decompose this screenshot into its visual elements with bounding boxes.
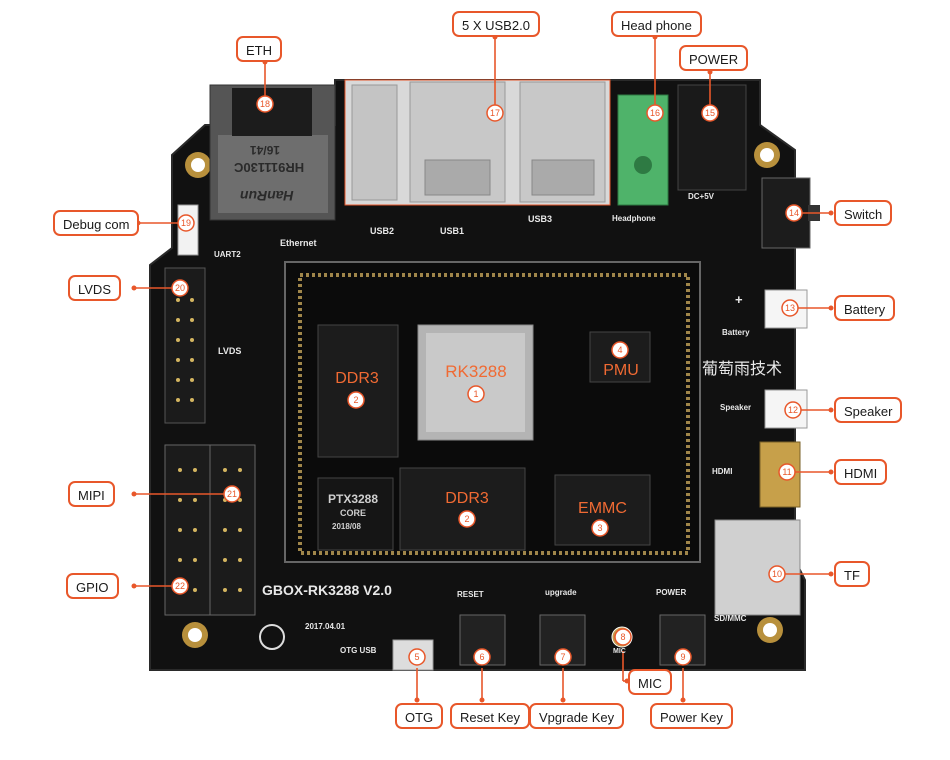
mounting-hole (182, 622, 208, 648)
silk-plus: + (735, 292, 743, 307)
marker-7: 7 (560, 652, 566, 662)
callout-speaker: Speaker (834, 397, 903, 423)
marker-9: 9 (680, 652, 686, 662)
rk3288-die (426, 333, 525, 432)
callout-headphone: Head phone (611, 11, 702, 37)
ddr3-label-1: DDR3 (335, 370, 379, 387)
marker-chip-2a: 2 (353, 395, 359, 405)
marker-chip-3: 3 (597, 523, 603, 533)
dc-power-jack (677, 84, 747, 191)
marker-18: 18 (259, 99, 270, 109)
mounting-hole (185, 152, 211, 178)
marker-13: 13 (784, 303, 795, 313)
silk-battery: Battery (722, 328, 750, 337)
silk-headphone: Headphone (612, 214, 656, 223)
mounting-hole (754, 142, 780, 168)
callout-upgrade-key: Vpgrade Key (529, 703, 625, 729)
ethernet-port-opening (232, 88, 312, 136)
callout-usb: 5 X USB2.0 (452, 11, 540, 37)
core-module-pins (298, 273, 690, 555)
silk-dc5v: DC+5V (688, 192, 715, 201)
callout-mipi: MIPI (68, 481, 115, 507)
pmu-label: PMU (603, 362, 639, 379)
callout-power: POWER (679, 45, 749, 71)
callout-battery: Battery (834, 295, 896, 321)
callout-debug-com: Debug com (53, 210, 140, 236)
core-chip (317, 477, 394, 551)
usb-port (351, 84, 398, 201)
callout-eth: ETH (236, 36, 282, 62)
callout-tf: TF (834, 561, 870, 587)
silk-reset: RESET (457, 590, 484, 599)
silk-usb2: USB2 (370, 226, 395, 236)
marker-chip-4: 4 (617, 345, 623, 355)
silk-speaker: Speaker (720, 403, 752, 412)
emmc-label: EMMC (578, 500, 627, 517)
jack-brand: HanRun (240, 188, 294, 204)
silk-mic: MIC (613, 648, 626, 655)
usb-port-lower (424, 159, 491, 196)
silk-power: POWER (656, 588, 687, 597)
marker-chip-2b: 2 (464, 514, 470, 524)
headphone-jack-hole (634, 156, 652, 174)
silk-sdmmc: SD/MMC (714, 614, 747, 623)
callout-hdmi: HDMI (834, 459, 888, 485)
core-chip-text: PTX3288 (328, 492, 379, 506)
gpio-header (209, 444, 256, 616)
usb-port-lower (531, 159, 595, 196)
ddr3-chip-1 (317, 324, 399, 458)
callout-mic: MIC (628, 669, 672, 695)
tf-card-slot (714, 519, 801, 616)
jack-text-2: 16/41 (250, 143, 281, 157)
ethernet-jack-label (218, 135, 328, 213)
marker-11: 11 (782, 467, 792, 477)
pb-free-icon (259, 624, 285, 650)
marker-12: 12 (787, 405, 798, 415)
lvds-pins (176, 298, 194, 402)
marker-16: 16 (649, 108, 660, 118)
marker-5: 5 (414, 652, 420, 662)
marker-21: 21 (226, 489, 237, 499)
marker-19: 19 (180, 218, 191, 228)
silk-usb1: USB1 (440, 226, 465, 236)
silk-otg-usb: OTG USB (340, 646, 377, 655)
callout-power-key: Power Key (650, 703, 733, 729)
silk-cn-brand: 葡萄雨技术 (702, 361, 783, 378)
marker-8: 8 (620, 632, 626, 642)
jack-text-1: HR911130C (234, 160, 305, 175)
marker-20: 20 (174, 283, 185, 293)
ddr3-label-2: DDR3 (445, 490, 489, 507)
silk-usb3: USB3 (528, 214, 553, 224)
silk-upgrade: upgrade (545, 588, 577, 597)
rk3288-label: RK3288 (445, 362, 507, 381)
callout-switch: Switch (834, 200, 893, 226)
core-chip-text-3: 2018/08 (332, 522, 361, 531)
marker-chip-1: 1 (473, 389, 479, 399)
marker-15: 15 (704, 108, 715, 118)
mounting-hole (757, 617, 783, 643)
silk-ethernet: Ethernet (280, 238, 317, 248)
number-markers (171, 95, 803, 666)
silk-uart2: UART2 (214, 250, 241, 259)
callout-otg: OTG (395, 703, 444, 729)
core-chip-text-2: CORE (340, 508, 367, 518)
board-date: 2017.04.01 (305, 622, 346, 631)
callout-reset-key: Reset Key (450, 703, 530, 729)
callout-lvds: LVDS (68, 275, 121, 301)
marker-6: 6 (479, 652, 485, 662)
silk-hdmi: HDMI (712, 467, 733, 476)
marker-22: 22 (174, 581, 185, 591)
marker-14: 14 (788, 208, 799, 218)
callout-gpio: GPIO (66, 573, 119, 599)
silk-lvds: LVDS (218, 346, 242, 356)
board-model: GBOX-RK3288 V2.0 (262, 582, 392, 598)
marker-10: 10 (771, 569, 782, 579)
ddr3-chip-2 (399, 467, 526, 551)
marker-17: 17 (489, 108, 500, 118)
